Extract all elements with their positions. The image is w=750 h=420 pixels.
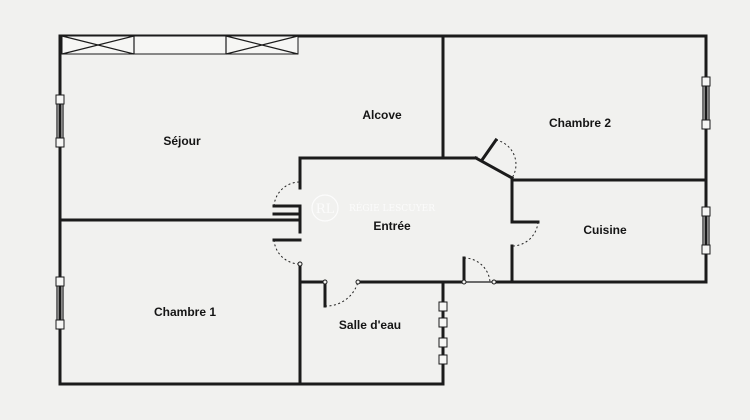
watermark: RL RÉGIE LESCUYER: [311, 194, 435, 222]
room-label-entree: Entrée: [373, 219, 411, 233]
left-windows: [55, 94, 65, 330]
room-label-sejour: Séjour: [163, 134, 201, 148]
watermark-monogram-circle: [311, 194, 339, 222]
doors: [273, 137, 539, 307]
room-label-chambre-1: Chambre 1: [154, 305, 216, 319]
room-label-salle-eau: Salle d'eau: [339, 318, 401, 332]
salle-eau-windows: [438, 301, 448, 365]
right-windows: [701, 76, 711, 255]
watermark-name: RÉGIE LESCUYER: [349, 202, 435, 214]
room-label-cuisine: Cuisine: [583, 223, 627, 237]
top-window: [61, 35, 299, 55]
watermark-monogram: RL: [316, 202, 335, 217]
room-label-alcove: Alcove: [362, 108, 402, 122]
room-label-chambre-2: Chambre 2: [549, 116, 611, 130]
